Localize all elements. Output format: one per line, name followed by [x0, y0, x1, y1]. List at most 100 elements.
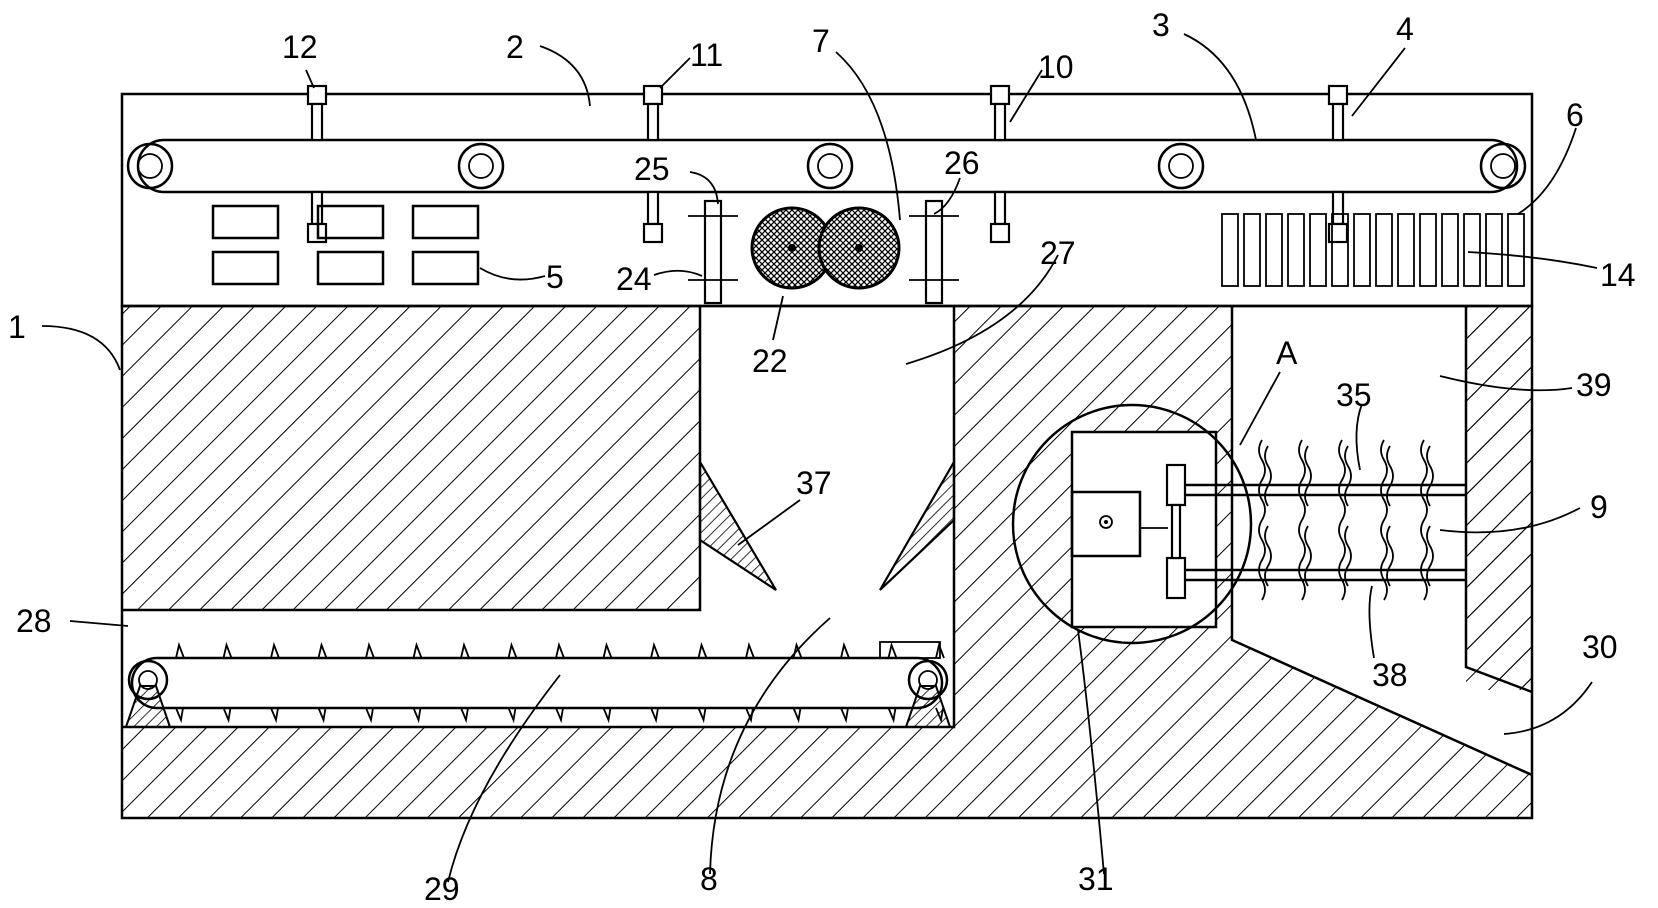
- conveyor-spike: [555, 641, 565, 659]
- conveyor-spike: [412, 641, 423, 659]
- conveyor-spike: [602, 641, 613, 659]
- conveyor-spike: [507, 641, 518, 659]
- brush-bristle: [1264, 525, 1272, 587]
- lower-housing: [120, 304, 1534, 820]
- label-25: 25: [634, 151, 670, 187]
- conveyor-spike: [317, 641, 328, 659]
- conveyor-spike: [365, 641, 375, 659]
- plate: [1243, 213, 1261, 287]
- label-24: 24: [616, 261, 652, 297]
- crusher-rollers: [750, 206, 901, 290]
- conveyor-spike: [650, 641, 660, 659]
- label-5: 5: [546, 259, 564, 295]
- conveyor-spike: [887, 707, 897, 724]
- plate: [1309, 213, 1327, 287]
- conveyor-spike: [175, 707, 184, 724]
- plate: [1419, 213, 1437, 287]
- conveyor-spike: [697, 707, 707, 724]
- plate: [1221, 213, 1239, 287]
- brush-bristle: [1338, 519, 1346, 601]
- conveyor-spike: [650, 707, 659, 724]
- plate: [1441, 213, 1459, 287]
- hanger-clamps: [306, 84, 1349, 244]
- conveyor-spike: [175, 641, 185, 659]
- plate: [1265, 213, 1283, 287]
- brush-bristle: [1426, 445, 1434, 507]
- label-29: 29: [424, 871, 460, 903]
- brush-bristle: [1338, 439, 1346, 521]
- label-12: 12: [282, 29, 318, 65]
- plate-stack: [1221, 213, 1525, 287]
- label-3: 3: [1152, 7, 1170, 43]
- label-7: 7: [812, 23, 830, 59]
- conveyor-spike: [887, 641, 898, 659]
- conveyor-spike: [412, 707, 422, 724]
- funnel-guides: [698, 457, 956, 591]
- plate: [1397, 213, 1415, 287]
- label-31: 31: [1078, 861, 1114, 897]
- plate: [1287, 213, 1305, 287]
- label-4: 4: [1396, 11, 1414, 47]
- plate: [1375, 213, 1393, 287]
- conveyor-spike: [317, 707, 327, 724]
- conveyor-spike: [602, 707, 612, 724]
- brush-bristle: [1386, 525, 1394, 587]
- label-2: 2: [506, 29, 524, 65]
- brush-bristle: [1380, 519, 1388, 601]
- brush-bristle: [1386, 445, 1394, 507]
- plate: [1331, 213, 1349, 287]
- conveyor-spike: [222, 707, 232, 724]
- label-14: 14: [1600, 257, 1636, 293]
- conveyor-spike: [507, 707, 517, 724]
- plate: [1353, 213, 1371, 287]
- conveyor-spike: [935, 641, 945, 659]
- label-35: 35: [1336, 377, 1372, 413]
- brush-bristle: [1258, 519, 1266, 601]
- detail-a-mechanism: [1011, 403, 1466, 645]
- label-30: 30: [1582, 629, 1618, 665]
- label-27: 27: [1040, 235, 1076, 271]
- brush-bristle: [1344, 525, 1352, 587]
- label-11: 11: [690, 37, 723, 73]
- brush-bristle: [1420, 519, 1428, 601]
- label-28: 28: [16, 603, 52, 639]
- conveyor-spike: [840, 641, 850, 659]
- conveyor-spike: [222, 641, 233, 659]
- label-39: 39: [1576, 367, 1612, 403]
- conveyor-spike: [270, 707, 279, 724]
- conveyor-spike: [792, 707, 802, 724]
- conveyor-spike: [840, 707, 849, 724]
- bottom-conveyor: [124, 641, 952, 728]
- conveyor-rollers: [126, 142, 1527, 190]
- label-1: 1: [8, 309, 26, 345]
- label-9: 9: [1590, 489, 1608, 525]
- brush-bristle: [1298, 519, 1306, 601]
- brush-bristle: [1344, 445, 1352, 507]
- brush-bristle: [1264, 445, 1272, 507]
- label-10: 10: [1038, 49, 1074, 85]
- conveyor-spike: [365, 707, 374, 724]
- callout-labels: 12 2 11 7 10 3 4 6 25 26 24 5 22 27 14 1…: [8, 7, 1636, 907]
- brush-bristle: [1426, 525, 1434, 587]
- plate: [1463, 213, 1481, 287]
- conveyor-spike: [697, 641, 708, 659]
- plate: [1507, 213, 1525, 287]
- conveyor-spike: [460, 707, 469, 724]
- brush-bristle: [1380, 439, 1388, 521]
- label-37: 37: [796, 465, 832, 501]
- label-8: 8: [700, 861, 718, 897]
- cutter-shafts: [688, 199, 959, 305]
- brush-bristle: [1420, 439, 1428, 521]
- feed-blocks: [211, 204, 480, 286]
- brush-bristle: [1304, 525, 1312, 587]
- brush-bristle: [1258, 439, 1266, 521]
- leader-lines: [41, 33, 1598, 883]
- label-22: 22: [752, 343, 788, 379]
- conveyor-spike: [745, 641, 755, 659]
- label-A: A: [1276, 335, 1298, 371]
- label-26: 26: [944, 145, 980, 181]
- conveyor-spike: [460, 641, 470, 659]
- label-38: 38: [1372, 657, 1408, 693]
